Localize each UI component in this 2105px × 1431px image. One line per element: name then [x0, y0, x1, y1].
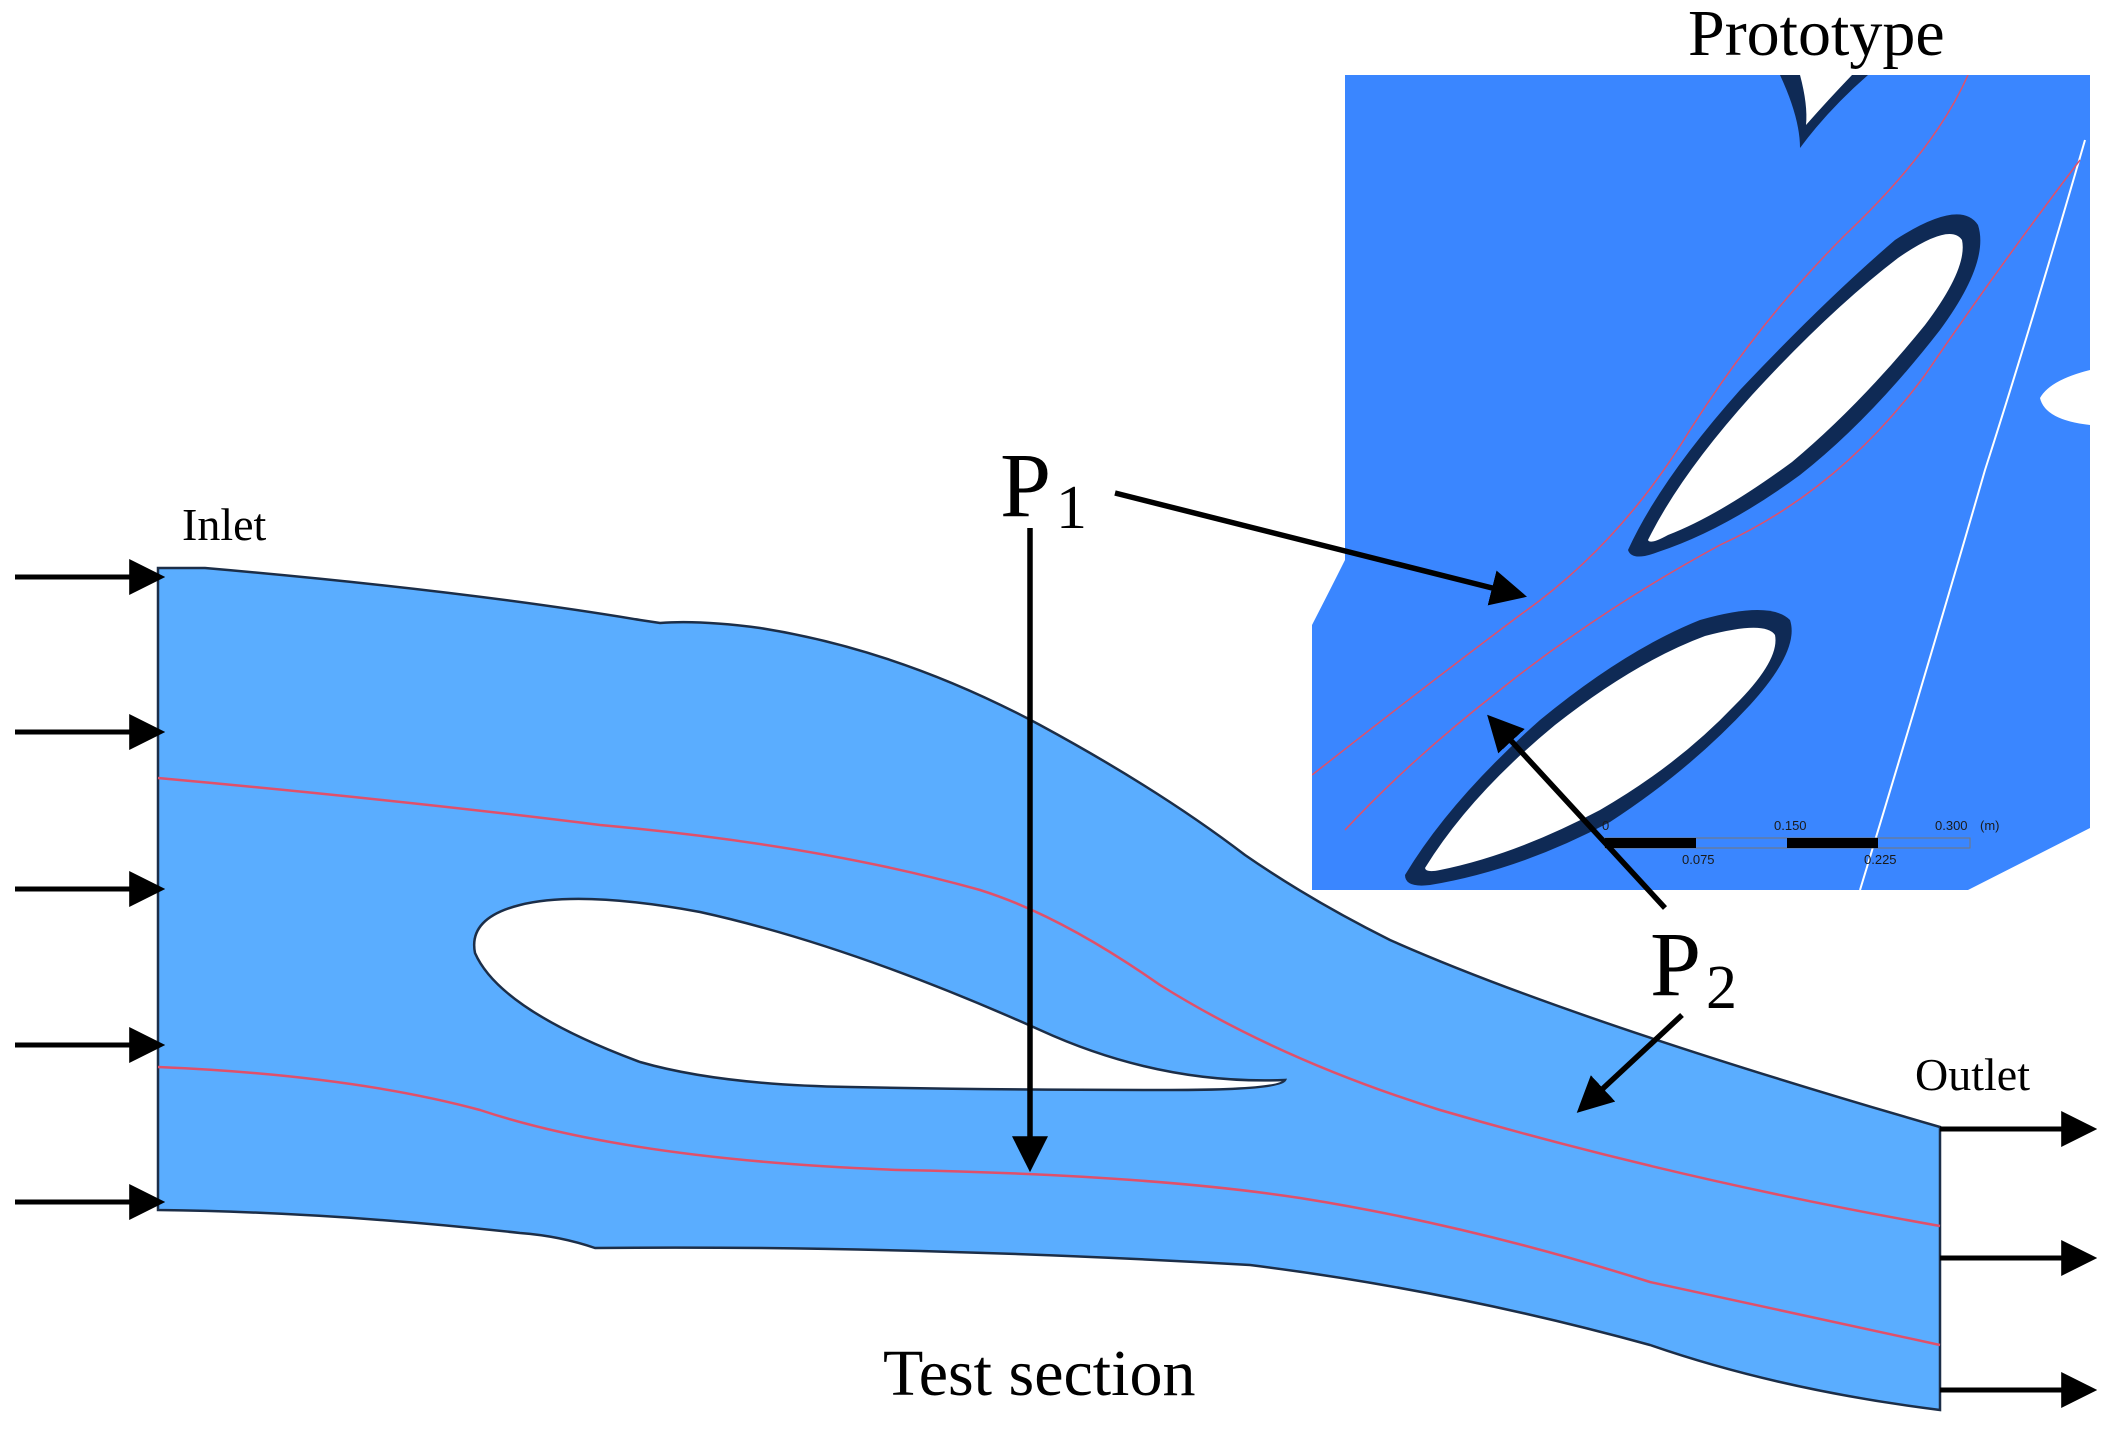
- test-section-domain: [156, 566, 1942, 1412]
- prototype-blade-middle-hole: [1648, 234, 1963, 542]
- inlet-label: Inlet: [182, 499, 267, 550]
- prototype-blade-lower-hole: [1425, 627, 1776, 872]
- prototype-inset: 0 0.150 0.300 (m) 0.075 0.225: [1312, 75, 2090, 890]
- p2-subscript: 2: [1706, 954, 1737, 1022]
- prototype-radial-line: [1859, 139, 2086, 890]
- test-section-blade: [472, 897, 1288, 1092]
- outlet-label: Outlet: [1915, 1049, 2030, 1100]
- scale-tick-0150: 0.150: [1774, 818, 1807, 833]
- scale-bar-segment-1: [1605, 838, 1696, 848]
- p2-arrow-to-test-section: [1576, 1012, 1684, 1113]
- scale-tick-0: 0: [1602, 818, 1609, 833]
- test-section-label: Test section: [883, 1337, 1195, 1410]
- scale-unit: (m): [1980, 818, 2000, 833]
- p1-letter: P: [1000, 434, 1051, 536]
- scale-tick-0225: 0.225: [1864, 852, 1897, 867]
- scale-bar-segment-2: [1787, 838, 1878, 848]
- p2-arrow-to-prototype: [1487, 714, 1668, 910]
- scale-tick-0075: 0.075: [1682, 852, 1715, 867]
- prototype-blade-top-hole: [1800, 75, 1852, 125]
- test-section-streamline-lower: [157, 1065, 1941, 1347]
- pointer-arrows: [1012, 490, 1684, 1173]
- prototype-streamline-1a: [1312, 75, 1969, 776]
- p1-subscript: 1: [1056, 474, 1087, 542]
- outlet-arrows: [1940, 1111, 2098, 1408]
- prototype-label: Prototype: [1688, 0, 1945, 70]
- test-section: [156, 566, 1942, 1412]
- prototype-streamline-1b: [1344, 159, 2081, 831]
- p1-label: P 1: [1000, 434, 1087, 542]
- scale-tick-0300: 0.300: [1935, 818, 1968, 833]
- p2-letter: P: [1650, 913, 1701, 1015]
- inlet-arrows: [15, 559, 166, 1220]
- p2-label: P 2: [1650, 913, 1737, 1022]
- test-section-streamline-upper: [157, 776, 1941, 1228]
- prototype-blade-top: [1780, 75, 1868, 148]
- prototype-blade-right-partial: [2040, 370, 2090, 425]
- p1-arrow-to-prototype: [1114, 490, 1527, 606]
